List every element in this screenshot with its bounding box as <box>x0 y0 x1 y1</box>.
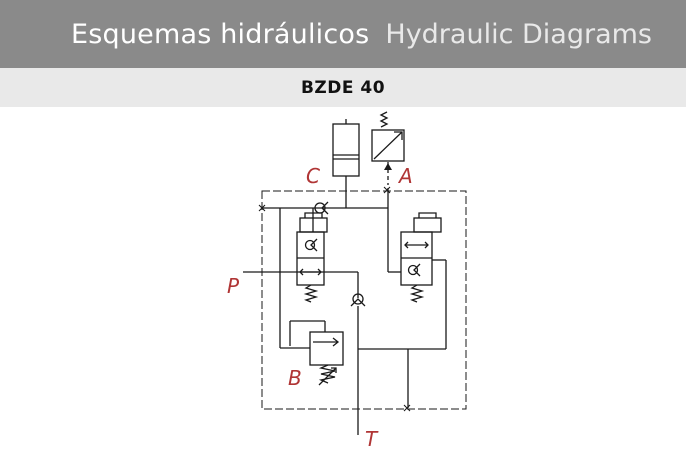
model-bar: BZDE 40 <box>0 68 686 107</box>
port-label-t: T <box>365 427 379 451</box>
port-label-a: A <box>397 164 413 188</box>
header-bar: Esquemas hidráulicos Hydraulic Diagrams <box>0 0 686 68</box>
cylinder-c <box>332 119 360 208</box>
pressure-switch-a <box>371 111 405 185</box>
port-label-p: P <box>227 274 240 298</box>
port-labels: C A P B T <box>227 164 413 451</box>
relief-valve-b <box>309 331 344 386</box>
manifold-outline <box>261 190 467 410</box>
title-english: Hydraulic Diagrams <box>385 18 652 50</box>
hydraulic-diagram: C A P B T <box>227 111 467 451</box>
solenoid-valve-right <box>400 212 442 303</box>
flow-lines <box>243 188 447 435</box>
port-label-b: B <box>288 366 302 390</box>
check-valve-tank <box>350 293 366 307</box>
port-label-c: C <box>306 164 320 188</box>
solenoid-valve-left <box>296 212 328 303</box>
title-spanish: Esquemas hidráulicos <box>70 18 370 50</box>
model-code: BZDE 40 <box>300 77 386 98</box>
